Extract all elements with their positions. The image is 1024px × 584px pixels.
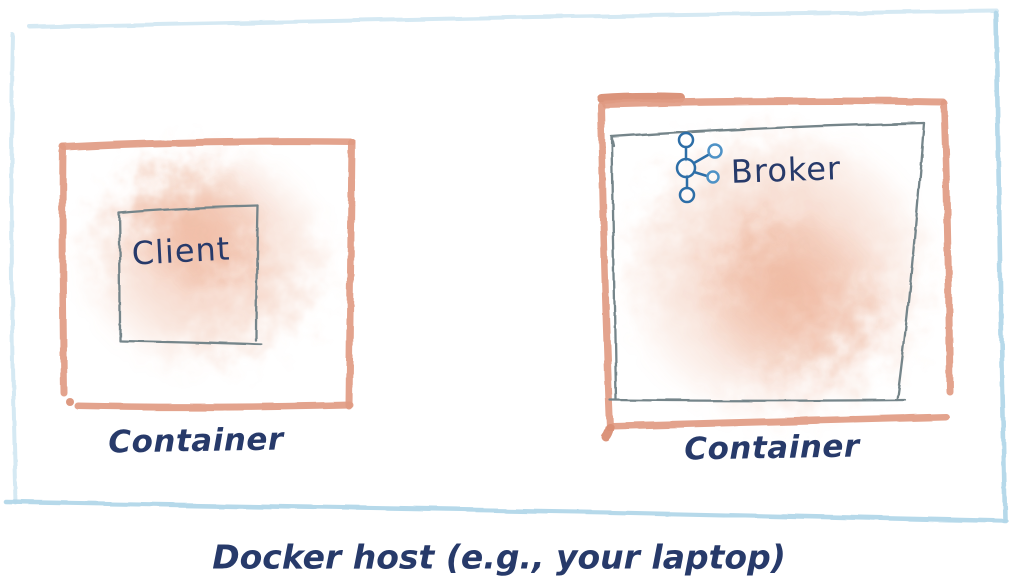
container-fill-wash-right (622, 130, 934, 426)
client-box-border (117, 204, 264, 347)
broker-box-border (608, 121, 926, 402)
container-border-right (597, 92, 954, 442)
docker-host-caption: Docker host (e.g., your laptop) (212, 537, 786, 577)
container-label-left: Container (108, 421, 284, 461)
container-fill-wash-left (79, 150, 331, 374)
docker-host-border (3, 9, 1009, 524)
broker-label: Broker (730, 149, 842, 191)
container-border-left (59, 138, 356, 411)
network-hub-icon (675, 131, 723, 204)
client-label: Client (130, 229, 232, 273)
container-label-right: Container (684, 428, 860, 468)
